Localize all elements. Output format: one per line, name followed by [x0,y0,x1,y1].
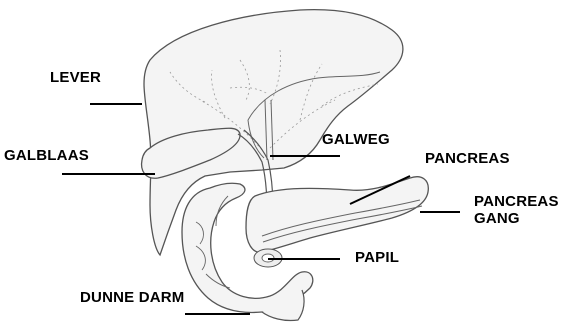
label-pancreas: PANCREAS [425,150,510,167]
label-galblaas: GALBLAAS [4,147,89,164]
label-lever: LEVER [50,69,101,86]
label-papil: PAPIL [355,249,399,266]
label-dunne-darm: DUNNE DARM [80,289,185,306]
label-pancreas-gang: PANCREAS GANG [474,193,559,227]
pancreas-shape [246,177,428,252]
label-galweg: GALWEG [322,131,390,148]
